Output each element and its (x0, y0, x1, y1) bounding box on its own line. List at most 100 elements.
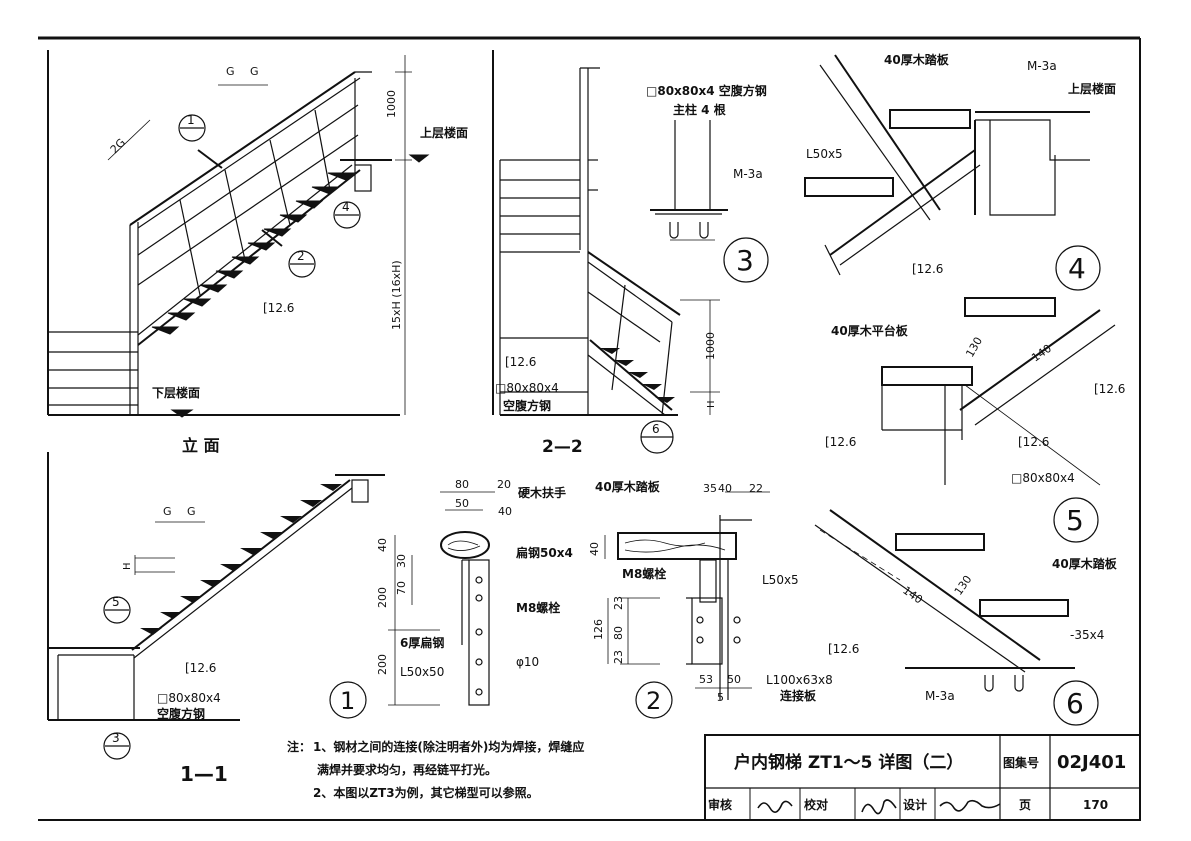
section-11-caption: 1—1 (180, 762, 228, 786)
elevation-treads (151, 154, 430, 418)
d1-angle: L50x50 (400, 665, 444, 679)
d2-plate-name: 连接板 (780, 688, 817, 703)
detail-6-text: 40厚木踏板 140 130 -35x4 [12.6 M-3a 6 (828, 556, 1118, 720)
d6-c126: [12.6 (828, 642, 859, 656)
d1-30: 30 (395, 554, 408, 568)
d2-bolt: M8螺栓 (622, 566, 666, 581)
d1-40b: 40 (376, 538, 389, 552)
dim-22-1000: 1000 (704, 332, 717, 360)
notes-line-2: 满焊并要求均匀，再经链平打光。 (317, 762, 497, 777)
d3-posts: 主柱 4 根 (673, 102, 726, 117)
d5-platform: 40厚木平台板 (831, 323, 909, 338)
upper-floor-label: 上层楼面 (420, 125, 468, 140)
detail-4-text: 40厚木踏板 M-3a 上层楼面 L50x5 [12.6 4 (806, 52, 1116, 285)
d3-tube: □80x80x4 空腹方钢 (646, 83, 767, 98)
g-11-1: G (163, 505, 172, 518)
tube-22-name: 空腹方钢 (503, 398, 551, 413)
d1-handrail: 硬木扶手 (518, 485, 566, 500)
section-2-2-treads (600, 348, 675, 403)
section-1-1 (47, 452, 385, 760)
ref-5: 5 (112, 595, 120, 609)
d1-bolt: M8螺栓 (516, 600, 560, 615)
d1-flat: 扁钢50x4 (516, 545, 573, 560)
section-2-2-text: [12.6 □80x80x4 空腹方钢 1000 H 6 2—2 (495, 332, 717, 457)
d4-angle: L50x5 (806, 147, 843, 161)
detail-3-num: 3 (736, 244, 754, 277)
g-label-1: G (226, 65, 235, 78)
d5-130: 130 (963, 335, 985, 360)
d6-anchor: M-3a (925, 689, 955, 703)
d4-upper-floor: 上层楼面 (1068, 81, 1116, 96)
dim-22-h: H (706, 400, 717, 408)
d2-80: 80 (612, 626, 625, 640)
tube-11-name: 空腹方钢 (157, 706, 205, 721)
tube-11-label: □80x80x4 (157, 691, 221, 705)
2g-label: 2G (108, 136, 128, 156)
notes-prefix: 注： (287, 739, 311, 754)
g-label-2: G (250, 65, 259, 78)
d1-20: 20 (497, 478, 511, 491)
notes-line-3: 2、本图以ZT3为例，其它梯型可以参照。 (313, 785, 539, 800)
section-1-1-text: G G H 5 3 [12.6 □80x80x4 空腹方钢 1—1 (112, 505, 228, 786)
ref-1: 1 (187, 113, 195, 127)
elevation-callouts (178, 114, 361, 278)
design-signature (939, 799, 1001, 812)
d1-200b: 200 (376, 654, 389, 675)
detail-5-text: 40厚木平台板 130 140 [12.6 [12.6 [12.6 □80x80… (825, 323, 1125, 537)
dim-15xh: 15xH (16xH) (390, 260, 403, 330)
d2-53: 53 (699, 673, 713, 686)
title-block (704, 734, 1141, 821)
lower-floor-label: 下层楼面 (152, 385, 200, 400)
d1-200a: 200 (376, 587, 389, 608)
elevation-text: G G 2G 1 2 4 1000 15xH (16xH) 上层楼面 下层楼面 … (108, 65, 468, 455)
tube-22-label: □80x80x4 (495, 381, 559, 395)
design-label: 设计 (903, 797, 927, 812)
d2-40v: 40 (588, 542, 601, 556)
section-2-2 (492, 50, 720, 454)
d2-plate: L100x63x8 (766, 673, 833, 687)
ref-6: 6 (652, 422, 660, 436)
detail-6-num: 6 (1066, 687, 1084, 720)
detail-1-drawing (329, 491, 495, 719)
c126-label: [12.6 (263, 301, 294, 315)
d6-tread: 40厚木踏板 (1052, 556, 1118, 571)
d1-70: 70 (395, 581, 408, 595)
d2-126: 126 (592, 619, 605, 640)
d5-tube: □80x80x4 (1011, 471, 1075, 485)
d2-tread: 40厚木踏板 (595, 479, 661, 494)
dim-1000: 1000 (385, 90, 398, 118)
page-number: 170 (1083, 798, 1108, 812)
d6-flat: -35x4 (1070, 628, 1104, 642)
d1-80: 80 (455, 478, 469, 491)
ref-3: 3 (112, 731, 120, 745)
elevation-caption: 立 面 (182, 436, 220, 455)
d2-50: 50 (727, 673, 741, 686)
check-label: 校对 (804, 797, 828, 812)
d3-anchor: M-3a (733, 167, 763, 181)
notes: 注： 1、钢材之间的连接(除注明者外)均为焊接，焊缝应 满焊并要求均匀，再经链平… (287, 739, 584, 800)
d2-35: 35 (703, 482, 717, 495)
detail-2-drawing (604, 491, 770, 719)
section-22-caption: 2—2 (542, 437, 583, 457)
page-label: 页 (1019, 798, 1031, 812)
d1-50: 50 (455, 497, 469, 510)
detail-6-drawing (814, 509, 1099, 726)
c126-11-label: [12.6 (185, 661, 216, 675)
atlas-label: 图集号 (1003, 755, 1039, 770)
section-1-1-treads (140, 484, 342, 635)
d2-22: 22 (749, 482, 763, 495)
d1-plate6: 6厚扁钢 (400, 635, 444, 650)
detail-5-num: 5 (1066, 504, 1084, 537)
sheet-title: 户内钢梯 ZT1～5 详图（二） (734, 752, 963, 773)
detail-3-drawing (650, 120, 769, 283)
elevation-view (47, 50, 412, 416)
detail-1-num: 1 (340, 687, 355, 715)
detail-1-text: 80 20 50 40 40 30 70 200 200 硬木扶手 扁钢50x4… (340, 478, 573, 715)
title-block-text: 户内钢梯 ZT1～5 详图（二） 图集号 02J401 审核 校对 设计 页 1… (708, 752, 1126, 812)
d4-anchor: M-3a (1027, 59, 1057, 73)
d5-c126a: [12.6 (1094, 382, 1125, 396)
h-11: H (122, 562, 133, 570)
d2-23a: 23 (612, 596, 625, 610)
detail-2-num: 2 (646, 687, 661, 715)
